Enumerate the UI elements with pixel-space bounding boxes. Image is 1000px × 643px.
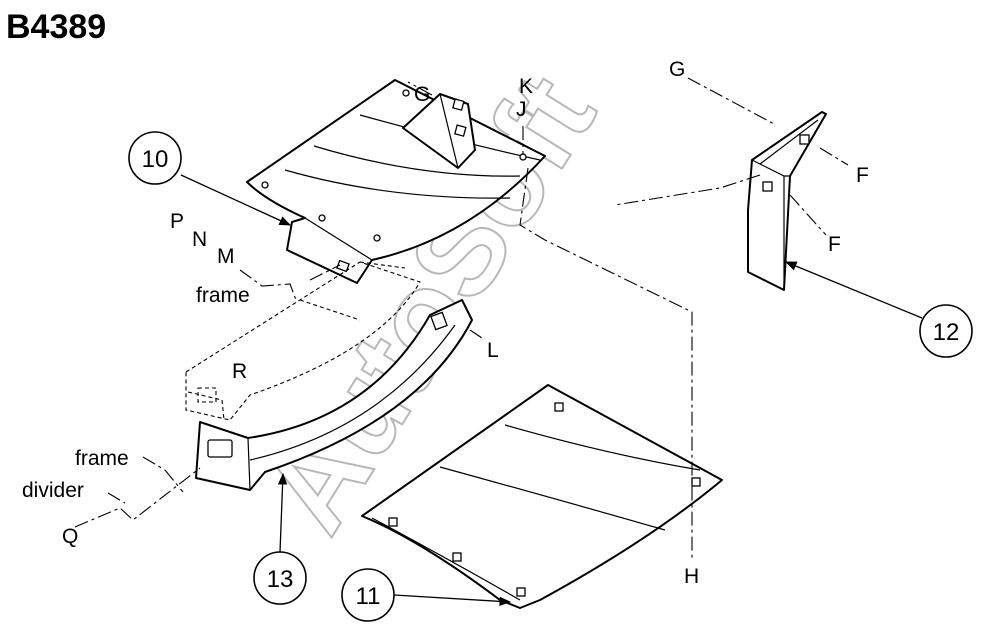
label-r: R (232, 360, 247, 383)
callout-13: 13 (253, 472, 307, 605)
label-m: M (217, 245, 235, 268)
callout-12: 12 (784, 261, 973, 358)
callout-12-number: 12 (933, 319, 960, 346)
label-frame-lower: frame (75, 447, 129, 470)
label-p: P (170, 210, 184, 233)
callout-13-number: 13 (267, 566, 294, 593)
callout-10-number: 10 (142, 146, 169, 173)
part-13-lower-frame (185, 261, 473, 491)
label-j: J (516, 98, 527, 121)
label-g-right: G (669, 58, 685, 81)
label-n: N (192, 228, 207, 251)
part-11-bottom-shield (361, 384, 723, 609)
label-divider: divider (22, 479, 84, 502)
label-q: Q (62, 525, 78, 548)
part-12-side-bracket (747, 111, 827, 291)
assembly-lines (74, 77, 849, 560)
callout-11: 11 (341, 568, 512, 622)
callout-10: 10 (128, 131, 292, 226)
part-10-upper-shield (246, 79, 546, 284)
label-frame-upper: frame (196, 284, 250, 307)
label-f-upper: F (856, 164, 869, 187)
diagram-title: B4389 (6, 8, 106, 46)
label-k: K (519, 75, 533, 98)
label-f-lower: F (828, 233, 841, 256)
label-l: L (487, 339, 499, 362)
label-h: H (684, 565, 699, 588)
callout-11-number: 11 (356, 583, 381, 610)
label-g-top: G (414, 83, 430, 106)
